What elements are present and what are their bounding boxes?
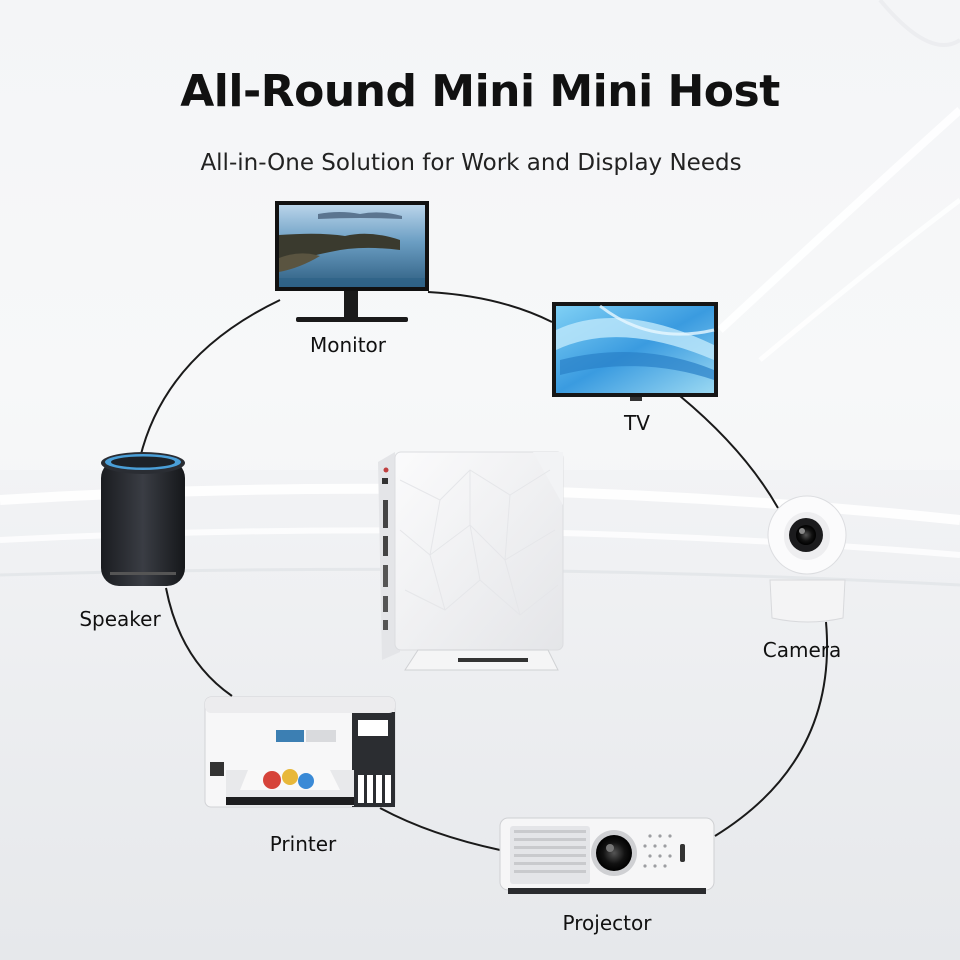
connector-speaker-monitor [139, 299, 281, 459]
label-projector: Projector [562, 911, 652, 935]
printer-illustration [204, 696, 396, 808]
label-printer: Printer [269, 832, 337, 856]
connector-projector-printer [379, 807, 501, 851]
connection-ring [139, 291, 828, 851]
label-camera: Camera [762, 638, 842, 662]
page-title: All-Round Mini Mini Host [180, 66, 780, 117]
connector-camera-projector [714, 621, 828, 837]
monitor-illustration [275, 201, 429, 322]
connector-tv-camera [679, 395, 779, 509]
label-speaker: Speaker [79, 607, 161, 631]
projector-illustration [499, 817, 715, 894]
page-subtitle: All-in-One Solution for Work and Display… [200, 150, 742, 176]
tv-illustration [552, 302, 718, 401]
connector-monitor-tv [427, 291, 553, 323]
camera-illustration [767, 495, 847, 623]
label-tv: TV [624, 411, 650, 435]
mini-host-illustration [378, 451, 564, 671]
label-monitor: Monitor [309, 333, 387, 357]
connector-printer-speaker [165, 587, 233, 697]
speaker-illustration [101, 452, 185, 586]
